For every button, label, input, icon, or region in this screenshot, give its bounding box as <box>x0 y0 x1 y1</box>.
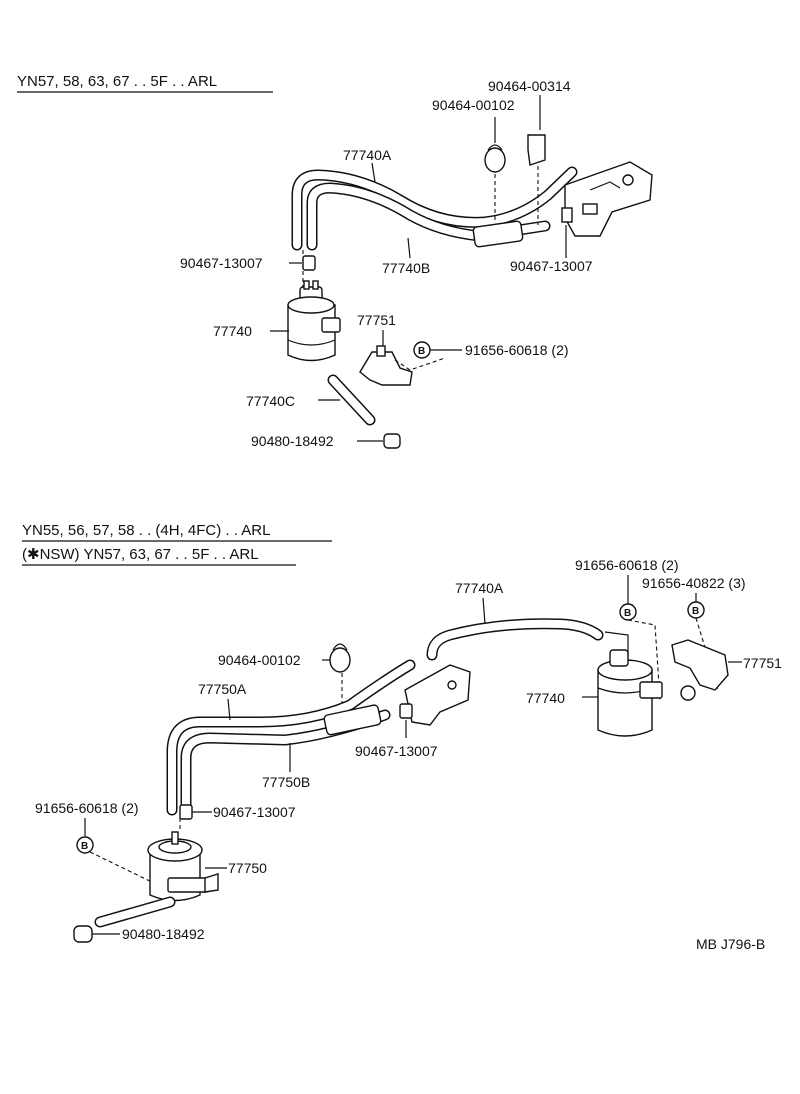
bolt-symbol-a-letter: B <box>624 608 631 619</box>
clamp-left-shape <box>302 255 316 271</box>
dash-bolt <box>394 357 446 371</box>
hose-joint-s2 <box>323 704 382 736</box>
hose-joint <box>472 220 524 248</box>
clip-90464-00102 <box>484 144 506 173</box>
plug-shape <box>383 433 401 449</box>
label-canister-77750: 77750 <box>228 860 267 876</box>
label-clamp-mid: 90467-13007 <box>355 743 438 759</box>
bolt-symbol-letter: B <box>418 346 425 357</box>
label-77740a-right: 77740A <box>455 580 504 596</box>
label-90464-00314: 90464-00314 <box>488 78 571 94</box>
clamp-left-s2-shape <box>179 804 193 820</box>
label-bolt: 91656-60618 (2) <box>465 342 569 358</box>
label-canister-77740: 77740 <box>213 323 252 339</box>
leader-77740a-right <box>482 597 486 625</box>
label-clamp-right: 90467-13007 <box>510 258 593 274</box>
hose-77740a-right <box>426 618 604 661</box>
bolt-symbol-left-letter: B <box>81 841 88 852</box>
clip-90464-00102-s2 <box>329 643 351 673</box>
section1-header: YN57, 58, 63, 67 . . 5F . . ARL <box>17 73 217 90</box>
leader-77740b <box>407 237 411 259</box>
canister-77740 <box>287 280 341 362</box>
hose-77740a <box>291 166 578 251</box>
dash-bolt-left-s2 <box>89 851 159 886</box>
bracket-77751 <box>359 345 413 386</box>
diagram-code: MB J796-B <box>696 936 765 952</box>
clamp-right-shape <box>561 207 573 223</box>
plug-s2-shape <box>73 925 93 943</box>
dash-bolt-a <box>627 619 661 701</box>
label-bolt-a: 91656-60618 (2) <box>575 557 679 573</box>
label-canister-right: 77740 <box>526 690 565 706</box>
hose-77750a <box>166 659 416 816</box>
leader-77740a <box>371 162 376 183</box>
canister-77750 <box>147 831 219 902</box>
clip-90464-00314 <box>527 134 546 166</box>
label-90464-00102: 90464-00102 <box>432 97 515 113</box>
bolt-symbol-left-icon <box>76 836 94 854</box>
hose-77740c <box>327 374 376 426</box>
label-bolt-b: 91656-40822 (3) <box>642 575 746 591</box>
label-plug-s2: 90480-18492 <box>122 926 205 942</box>
label-clamp-left: 90467-13007 <box>180 255 263 271</box>
label-bracket-77751: 77751 <box>357 312 396 328</box>
section2-header-line1: YN55, 56, 57, 58 . . (4H, 4FC) . . ARL <box>22 522 270 539</box>
canister-77740-right <box>597 631 663 737</box>
clamp-mid-shape <box>399 703 413 719</box>
section2-header-line2: (✱NSW) YN57, 63, 67 . . 5F . . ARL <box>22 546 259 563</box>
hose-77740b <box>306 182 551 251</box>
hose-under-canister-left <box>94 896 176 928</box>
label-77740b: 77740B <box>382 260 430 276</box>
label-bolt-left-s2: 91656-60618 (2) <box>35 800 139 816</box>
body-bracket-top <box>564 161 653 237</box>
label-plug: 90480-18492 <box>251 433 334 449</box>
bracket-77751-right <box>671 639 729 701</box>
label-77750a: 77750A <box>198 681 247 697</box>
leader-77750a <box>227 698 231 721</box>
label-77740a: 77740A <box>343 147 392 163</box>
label-clamp-left-s2: 90467-13007 <box>213 804 296 820</box>
body-bracket-middle <box>404 664 471 726</box>
label-bracket-right: 77751 <box>743 655 782 671</box>
bolt-symbol-b-letter: B <box>692 606 699 617</box>
label-77750b: 77750B <box>262 774 310 790</box>
label-77740c: 77740C <box>246 393 295 409</box>
label-clip-s2: 90464-00102 <box>218 652 301 668</box>
